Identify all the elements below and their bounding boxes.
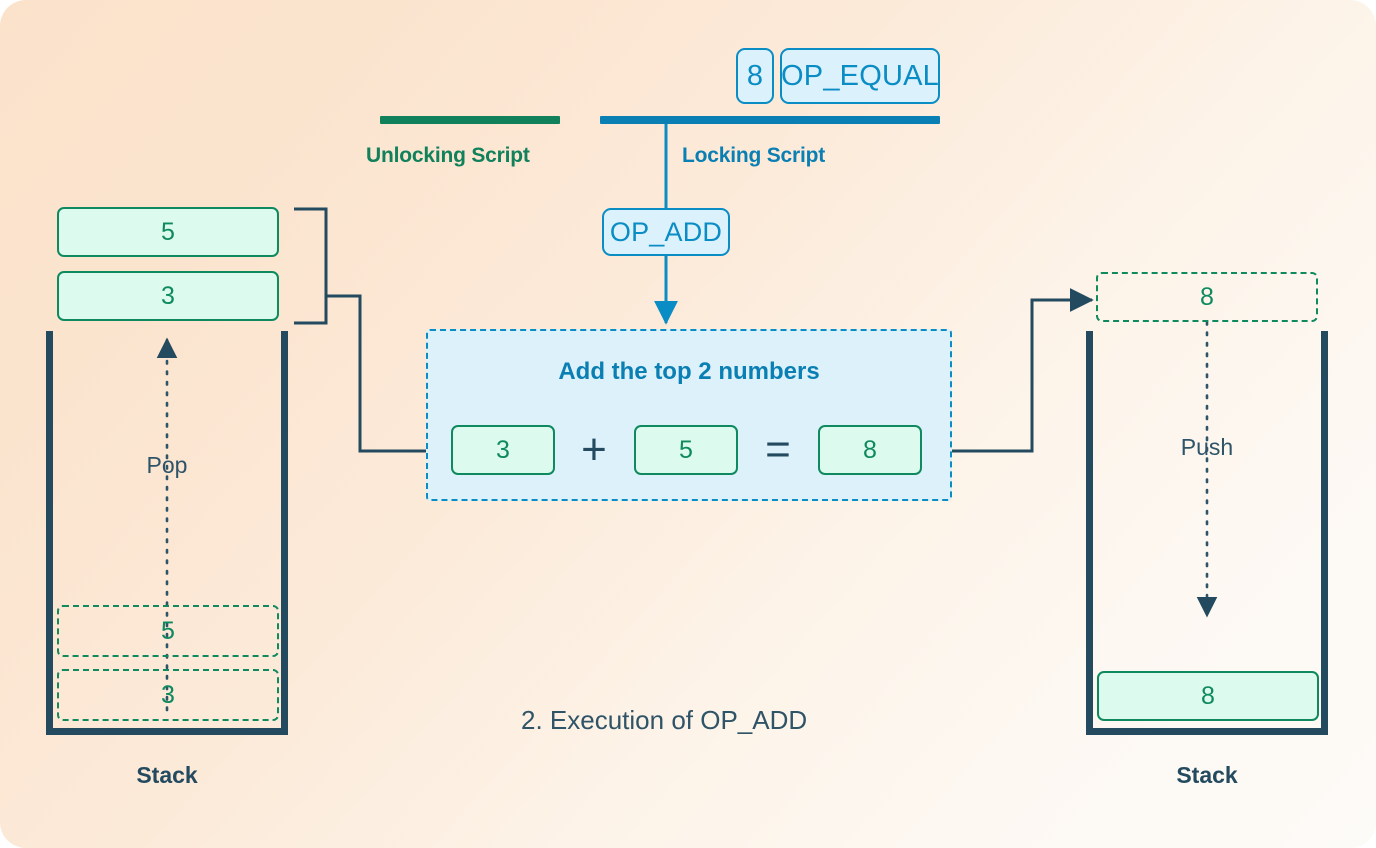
value-text: 8 xyxy=(1200,282,1214,311)
op-chip-op-equal[interactable]: OP_EQUAL xyxy=(780,48,940,104)
locking-script-label: Locking Script xyxy=(682,144,826,167)
op-chip-op-add[interactable]: OP_ADD xyxy=(602,208,730,256)
right-stack-wall-bottom xyxy=(1086,728,1328,735)
panel-to-push-connector xyxy=(952,288,1094,453)
left-stack-ghost-item-top: 5 xyxy=(57,605,279,657)
pop-to-panel-connector xyxy=(326,294,426,453)
right-stack-label: Stack xyxy=(1176,762,1238,788)
diagram-caption: 2. Execution of OP_ADD xyxy=(521,705,808,735)
value-text: 5 xyxy=(679,435,693,464)
op-chip-value-8[interactable]: 8 xyxy=(736,48,774,104)
value-text: 5 xyxy=(161,217,175,246)
right-stack-item: 8 xyxy=(1097,671,1319,721)
op-chip-label: 8 xyxy=(746,59,764,92)
value-text: 5 xyxy=(161,616,175,645)
left-stack-ghost-item-bottom: 3 xyxy=(57,669,279,721)
left-stack-wall-right xyxy=(281,331,288,735)
left-stack-label: Stack xyxy=(136,762,198,788)
op-chip-label: OP_ADD xyxy=(609,216,723,247)
incoming-push-value: 8 xyxy=(1096,272,1318,322)
value-text: 3 xyxy=(161,281,175,310)
pop-bracket xyxy=(294,207,328,325)
operand-b-box: 5 xyxy=(634,425,738,475)
pop-label: Pop xyxy=(146,452,188,478)
push-label: Push xyxy=(1180,434,1234,460)
value-text: 3 xyxy=(161,680,175,709)
popped-value-second: 3 xyxy=(57,271,279,321)
left-stack-wall-left xyxy=(46,331,53,735)
unlocking-script-bar xyxy=(380,116,560,124)
popped-value-top: 5 xyxy=(57,207,279,257)
value-text: 8 xyxy=(863,435,877,464)
left-stack-wall-bottom xyxy=(46,728,288,735)
operation-title: Add the top 2 numbers xyxy=(558,358,820,385)
result-box: 8 xyxy=(818,425,922,475)
right-stack-wall-right xyxy=(1321,331,1328,735)
op-chip-label: OP_EQUAL xyxy=(781,59,939,92)
equals-symbol: = xyxy=(765,425,791,474)
right-stack-wall-left xyxy=(1086,331,1093,735)
value-text: 8 xyxy=(1201,681,1215,710)
operation-panel: Add the top 2 numbers xyxy=(426,329,952,501)
unlocking-script-label: Unlocking Script xyxy=(366,144,530,167)
plus-symbol: + xyxy=(581,425,607,474)
operand-a-box: 3 xyxy=(451,425,555,475)
value-text: 3 xyxy=(496,435,510,464)
locking-script-bar xyxy=(600,116,940,124)
